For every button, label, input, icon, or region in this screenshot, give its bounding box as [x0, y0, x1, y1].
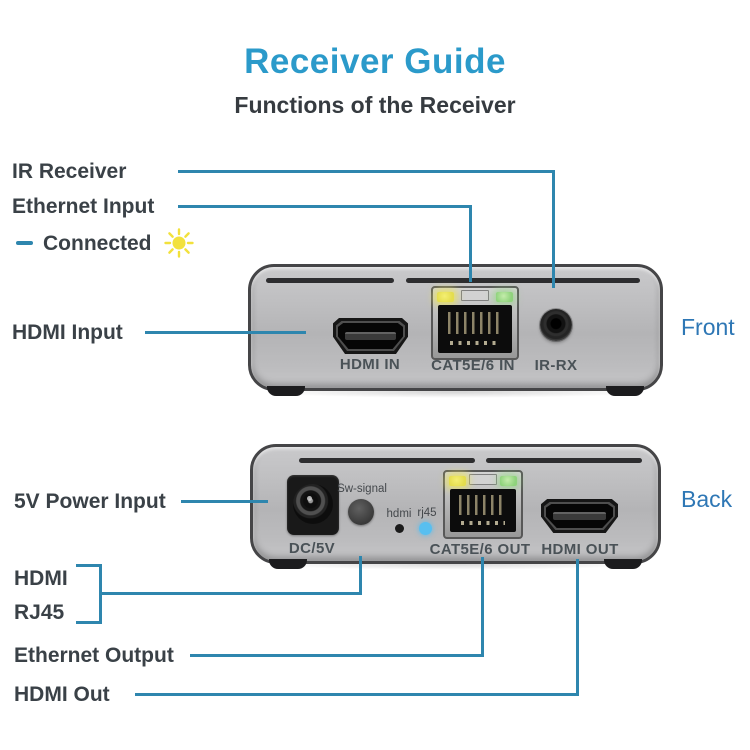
- rj45-cavity: [450, 489, 516, 532]
- link-led-yellow-icon: [437, 292, 454, 302]
- vent-slot: [406, 278, 640, 283]
- connector-bracket-top-arm: [76, 564, 102, 567]
- cat5e6-out-label: CAT5E/6 OUT: [429, 541, 531, 558]
- connector-ethernet-output-h: [190, 654, 484, 657]
- connector-hdmi-input: [145, 331, 306, 334]
- connected-label: Connected: [43, 231, 152, 255]
- dc-power-jack: [287, 475, 339, 535]
- connector-hdmi-out-h: [135, 693, 579, 696]
- receiver-front-panel: HDMI IN CAT5E/6 IN IR-RX: [248, 264, 663, 396]
- device-foot: [269, 559, 307, 569]
- page-title: Receiver Guide: [244, 42, 506, 81]
- connector-ethernet-input-h: [178, 205, 472, 208]
- vent-slot: [266, 278, 394, 283]
- callout-ethernet-output: Ethernet Output: [14, 644, 174, 667]
- callout-hdmi-input: HDMI Input: [12, 321, 123, 344]
- front-view-label: Front: [681, 314, 735, 340]
- device-foot: [604, 559, 642, 569]
- rj45-latch-tab: [461, 290, 489, 301]
- callout-power-input: 5V Power Input: [14, 490, 166, 513]
- rj45-mode-led-icon: [419, 522, 432, 535]
- connector-power-input: [181, 500, 268, 503]
- callout-hdmi: HDMI: [14, 567, 68, 590]
- callout-ethernet-input: Ethernet Input: [12, 195, 155, 218]
- callout-hdmi-out: HDMI Out: [14, 683, 110, 706]
- link-led-green-icon: [500, 476, 517, 486]
- led-rj45-label: rj45: [417, 507, 437, 519]
- hdmi-mode-led-icon: [395, 524, 404, 533]
- rj45-pins: [459, 495, 507, 515]
- link-led-green-icon: [496, 292, 513, 302]
- rj45-contacts: [460, 521, 506, 526]
- vent-slot: [299, 458, 475, 463]
- sw-signal-label: Sw-signal: [337, 483, 387, 495]
- dc-power-barrel: [293, 484, 333, 524]
- connector-sw-signal-v: [359, 556, 362, 595]
- connector-ethernet-input-v: [469, 205, 472, 282]
- dc-5v-label: DC/5V: [288, 540, 336, 557]
- connector-ir-receiver-v: [552, 170, 555, 288]
- connector-ethernet-output-v: [481, 557, 484, 657]
- callout-ir-receiver: IR Receiver: [12, 160, 127, 183]
- cat5e6-out-port: [443, 470, 523, 539]
- led-hdmi-label: hdmi: [386, 508, 412, 520]
- sun-icon: [163, 228, 194, 258]
- cat5e6-in-port: [431, 286, 519, 360]
- vent-slot: [486, 458, 642, 463]
- page-subtitle: Functions of the Receiver: [234, 92, 516, 118]
- connector-bracket-mid: [99, 592, 362, 595]
- hdmi-in-port: [333, 318, 408, 354]
- hdmi-port-blade: [553, 512, 606, 520]
- device-foot: [606, 386, 644, 396]
- sw-signal-button: [348, 499, 374, 525]
- connector-hdmi-out-v: [576, 559, 579, 696]
- connector-bracket-bottom-arm: [76, 621, 102, 624]
- rj45-pins: [448, 311, 502, 334]
- ir-rx-jack: [540, 309, 572, 341]
- hdmi-in-label: HDMI IN: [339, 356, 401, 373]
- hdmi-port-blade: [345, 332, 396, 340]
- connected-dash-icon: [16, 241, 33, 245]
- rj45-contacts: [449, 341, 501, 346]
- callout-rj45: RJ45: [14, 601, 65, 624]
- rj45-cavity: [438, 305, 512, 353]
- hdmi-out-label: HDMI OUT: [541, 541, 619, 558]
- callout-connected: Connected: [16, 228, 194, 258]
- receiver-back-panel: DC/5V Sw-signal hdmi rj45 CAT5E/6 OUT HD…: [250, 444, 661, 569]
- connector-ir-receiver-h: [178, 170, 555, 173]
- ir-rx-label: IR-RX: [534, 357, 578, 374]
- cat5e6-in-label: CAT5E/6 IN: [431, 357, 515, 374]
- device-foot: [267, 386, 305, 396]
- link-led-yellow-icon: [449, 476, 466, 486]
- hdmi-out-port: [541, 499, 618, 533]
- rj45-latch-tab: [469, 474, 497, 485]
- back-view-label: Back: [681, 486, 733, 512]
